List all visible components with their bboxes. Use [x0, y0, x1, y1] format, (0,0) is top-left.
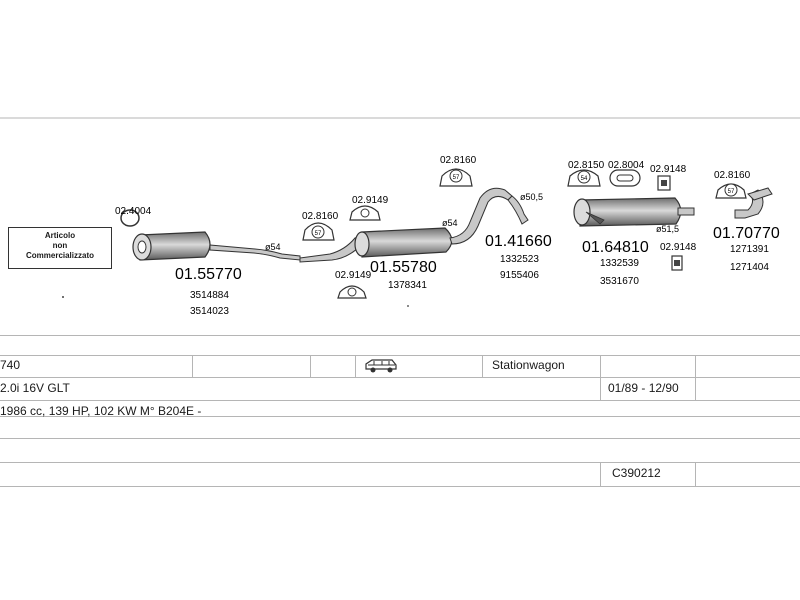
clamp-icon[interactable] — [349, 205, 381, 221]
clamp-ring-icon — [120, 209, 140, 227]
notice-line: non — [52, 241, 68, 250]
exhaust-parts-drawing: 57 57 54 — [0, 117, 800, 317]
spec-cell: 1986 cc, 139 HP, 102 KW M° B204E - — [0, 404, 202, 418]
table-divider — [310, 355, 311, 377]
ref-main3-a: 1332523 — [500, 254, 539, 265]
table-divider — [482, 355, 483, 377]
table-divider — [355, 355, 356, 377]
table-divider — [0, 462, 800, 463]
bracket-icon[interactable] — [671, 255, 683, 271]
notice-line: Articolo — [44, 231, 76, 240]
svg-text:57: 57 — [728, 189, 735, 195]
tailpipe-01-70770[interactable] — [734, 187, 773, 219]
ref-main4-a: 1332539 — [600, 258, 639, 269]
muffler-01-55780[interactable] — [299, 187, 513, 263]
table-divider — [192, 355, 193, 377]
svg-text:57: 57 — [315, 231, 322, 237]
clamp-icon[interactable]: 57 — [439, 168, 473, 187]
body-type-cell: Stationwagon — [492, 358, 565, 372]
engine-cell: 2.0i 16V GLT — [0, 381, 70, 395]
rubber-hanger-icon[interactable] — [609, 169, 641, 187]
table-divider — [695, 355, 696, 400]
dot-mark — [62, 296, 64, 298]
notice-line: Commercializzato — [25, 251, 95, 260]
pipe-size-4: ø51,5 — [656, 224, 679, 234]
ref-main3-b: 9155406 — [500, 270, 539, 281]
clamp-icon[interactable]: 54 — [567, 169, 601, 187]
clamp-icon[interactable]: 57 — [302, 222, 335, 241]
not-sold-notice: Articolo non Commercializzato — [8, 227, 112, 269]
muffler-01-55770[interactable] — [120, 209, 301, 261]
part-number-main5: 01.70770 — [713, 225, 780, 242]
period-cell: 01/89 - 12/90 — [608, 381, 679, 395]
clamp-e-label: 02.8160 — [440, 155, 477, 166]
ref-main1-b: 3514023 — [190, 306, 229, 317]
clamp-g-label: 02.8004 — [608, 160, 645, 171]
clamp-icon[interactable] — [337, 285, 367, 299]
clamp-j-label: 02.8160 — [714, 170, 751, 181]
table-divider — [0, 355, 800, 356]
ref-main1-a: 3514884 — [190, 290, 229, 301]
ref-main2-a: 1378341 — [388, 280, 427, 291]
ref-main4-b: 3531670 — [600, 276, 639, 287]
pipe-01-41660[interactable] — [507, 195, 529, 225]
part-number-main3: 01.41660 — [485, 233, 552, 250]
model-cell: 740 — [0, 358, 21, 372]
part-number-main2: 01.55780 — [370, 259, 437, 276]
muffler-01-64810[interactable] — [573, 197, 695, 227]
ref-main5-a: 1271391 — [730, 244, 769, 255]
table-divider — [600, 462, 601, 486]
clamp-a-label: 02.4004 — [115, 206, 152, 217]
table-divider — [0, 335, 800, 336]
clamp-i-label: 02.9148 — [660, 242, 697, 253]
part-number-main4: 01.64810 — [582, 239, 649, 256]
clamp-d-label: 02.9149 — [335, 270, 372, 281]
clamp-f-label: 02.8150 — [568, 160, 605, 171]
pipe-size-2: ø54 — [442, 218, 458, 228]
dot-mark — [407, 305, 409, 307]
clamp-h-label: 02.9148 — [650, 164, 687, 175]
ref-main5-b: 1271404 — [730, 262, 769, 273]
code-cell: C390212 — [612, 466, 661, 480]
svg-text:57: 57 — [453, 175, 460, 181]
pipe-size-3: ø50,5 — [520, 192, 543, 202]
table-divider — [600, 355, 601, 400]
pipe-size-1: ø54 — [265, 242, 281, 252]
clamp-b-label: 02.8160 — [302, 211, 339, 222]
bracket-icon[interactable] — [657, 175, 671, 191]
table-divider — [0, 416, 800, 417]
table-divider — [0, 438, 800, 439]
svg-text:54: 54 — [581, 176, 588, 182]
table-divider — [0, 377, 800, 378]
table-divider — [0, 400, 800, 401]
clamp-c-label: 02.9149 — [352, 195, 389, 206]
clamp-icon[interactable]: 57 — [715, 183, 747, 199]
table-divider — [695, 462, 696, 486]
part-number-main1: 01.55770 — [175, 266, 242, 283]
station-wagon-icon — [365, 359, 397, 373]
table-divider — [0, 486, 800, 487]
